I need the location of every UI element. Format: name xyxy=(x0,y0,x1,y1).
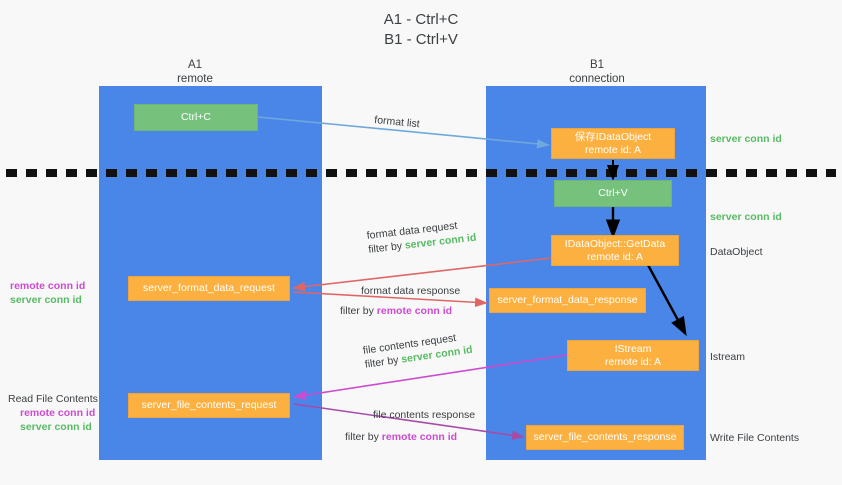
arrow-format-list xyxy=(257,116,550,149)
node-server-format-data-response-label: server_format_data_response xyxy=(497,294,638,306)
lane-header-a1-sub: remote xyxy=(177,73,213,85)
filter-prefix: filter by xyxy=(340,305,377,317)
lane-header-b1: B1 connection xyxy=(497,58,697,86)
edge-label-format-data-response-top: format data response xyxy=(361,285,461,297)
arrow-file-contents-request xyxy=(293,354,568,400)
node-istream[interactable]: IStream remote id: A xyxy=(567,340,699,371)
filter-key-remote-conn-id: remote conn id xyxy=(376,305,453,317)
edge-label-format-data-response: format data response filter by remote co… xyxy=(340,284,461,318)
node-ctrl-v-label: Ctrl+V xyxy=(598,187,628,199)
side-label-right-server-conn-id-2: server conn id xyxy=(710,211,782,223)
node-save-idataobject-remote-id: remote id: A xyxy=(584,143,642,156)
arrow-getdata-to-istream xyxy=(646,264,687,337)
node-idataobject-getdata-remote-id: remote id: A xyxy=(586,250,644,263)
arrow-format-data-request xyxy=(292,257,552,292)
node-server-file-contents-response-label: server_file_contents_response xyxy=(533,431,677,443)
edge-label-file-contents-response-top: file contents response xyxy=(373,409,476,421)
node-save-idataobject-label: 保存IDataObject xyxy=(574,130,652,143)
node-ctrl-c-label: Ctrl+C xyxy=(180,111,212,123)
node-ctrl-c[interactable]: Ctrl+C xyxy=(134,104,258,131)
title-line-2: B1 - Ctrl+V xyxy=(384,31,458,48)
node-istream-label: IStream xyxy=(614,342,652,355)
left-read-file-contents-title: Read File Contents xyxy=(8,393,98,405)
title-line-1: A1 - Ctrl+C xyxy=(383,11,459,28)
node-server-file-contents-response[interactable]: server_file_contents_response xyxy=(526,425,684,450)
edge-label-file-contents-response: file contents response filter by remote … xyxy=(345,408,476,444)
node-server-format-data-response[interactable]: server_format_data_response xyxy=(489,288,646,313)
node-server-format-data-request[interactable]: server_format_data_request xyxy=(128,276,290,301)
lane-header-a1-name: A1 xyxy=(187,59,203,71)
side-label-read-file-contents: Read File Contents remote conn id server… xyxy=(8,392,98,434)
left-remote-conn-id-2: remote conn id xyxy=(20,407,96,419)
left-remote-conn-id-1: remote conn id xyxy=(10,280,86,292)
filter-prefix: filter by xyxy=(345,431,382,443)
page-title: A1 - Ctrl+C B1 - Ctrl+V xyxy=(0,10,842,50)
node-ctrl-v[interactable]: Ctrl+V xyxy=(554,180,672,207)
filter-key-remote-conn-id: remote conn id xyxy=(381,431,458,443)
node-save-idataobject[interactable]: 保存IDataObject remote id: A xyxy=(551,128,675,159)
side-label-right-server-conn-id-1: server conn id xyxy=(710,133,782,145)
node-istream-remote-id: remote id: A xyxy=(604,355,662,368)
side-label-write-file-contents: Write File Contents xyxy=(710,432,800,444)
side-label-istream: Istream xyxy=(710,351,746,363)
lane-header-b1-name: B1 xyxy=(589,59,605,71)
arrow-format-data-response xyxy=(292,291,488,308)
lane-header-a1: A1 remote xyxy=(95,58,295,86)
left-server-conn-id-1: server conn id xyxy=(10,294,82,306)
node-idataobject-getdata-label: IDataObject::GetData xyxy=(564,237,666,250)
node-server-file-contents-request-label: server_file_contents_request xyxy=(141,399,277,411)
edge-label-file-contents-response-filter: filter by remote conn id xyxy=(345,430,475,444)
node-idataobject-getdata[interactable]: IDataObject::GetData remote id: A xyxy=(551,235,679,266)
edge-label-format-data-response-filter: filter by remote conn id xyxy=(340,304,460,318)
side-label-dataobject: DataObject xyxy=(710,246,763,258)
node-server-format-data-request-label: server_format_data_request xyxy=(143,282,275,294)
arrow-file-contents-response xyxy=(293,403,525,441)
left-server-conn-id-2: server conn id xyxy=(20,421,92,433)
side-label-left-conn-ids-1: remote conn id server conn id xyxy=(10,279,85,307)
node-server-file-contents-request[interactable]: server_file_contents_request xyxy=(128,393,290,418)
lane-header-b1-sub: connection xyxy=(569,73,625,85)
